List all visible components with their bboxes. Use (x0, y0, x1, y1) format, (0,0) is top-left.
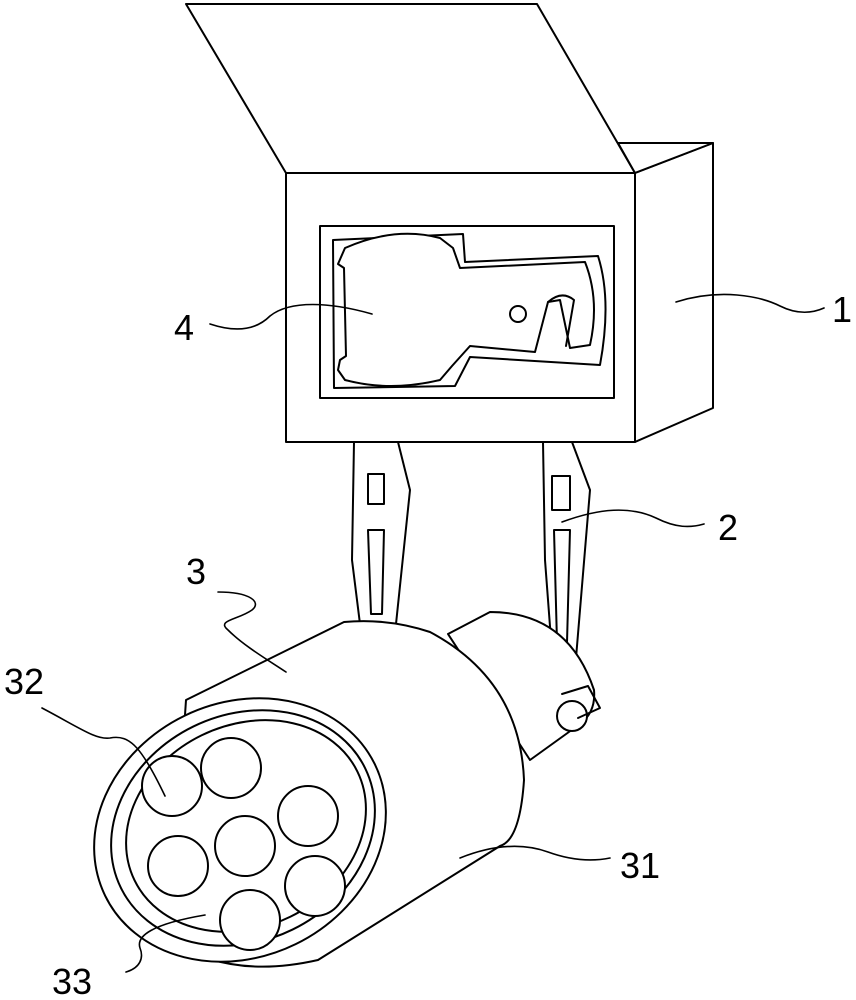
box-lid (185, 3, 636, 174)
window-panel (319, 225, 615, 399)
leader-32 (41, 707, 166, 797)
leader-3 (217, 591, 287, 673)
callout-3: 3 (186, 551, 206, 592)
callout-labels: 1 4 2 3 31 32 33 (4, 289, 852, 1000)
led-beads (141, 737, 346, 951)
box-side-face (634, 142, 714, 443)
leader-4 (209, 303, 373, 330)
leader-33 (125, 914, 206, 973)
callout-32: 32 (4, 661, 44, 702)
left-bracket-slot-lower (367, 529, 385, 615)
led-bead (219, 889, 281, 951)
callout-4: 4 (174, 307, 194, 348)
led-bead (200, 737, 262, 799)
pivot-knob (556, 700, 588, 732)
key-hole (509, 305, 527, 323)
key-shaped-element (337, 232, 595, 387)
callout-31: 31 (620, 845, 660, 886)
led-bead (277, 785, 339, 847)
callout-1: 1 (832, 289, 852, 330)
box-top-rim (617, 142, 714, 174)
led-bead (214, 815, 276, 877)
callout-33: 33 (52, 961, 92, 1000)
front-rim-middle (110, 709, 376, 947)
left-bracket-slot-upper (367, 473, 385, 505)
pivot-joint (561, 685, 601, 719)
callout-2: 2 (718, 507, 738, 548)
leader-lines (41, 293, 825, 973)
lamp-head (93, 611, 601, 968)
led-bead (141, 755, 203, 817)
key-hook (547, 294, 575, 347)
led-bead (284, 855, 346, 917)
leader-31 (459, 845, 611, 861)
window-inner-outline (332, 233, 607, 389)
leader-2 (561, 509, 705, 528)
right-bracket-slot-upper (551, 475, 571, 511)
leader-1 (675, 293, 825, 314)
led-bead (147, 835, 209, 897)
